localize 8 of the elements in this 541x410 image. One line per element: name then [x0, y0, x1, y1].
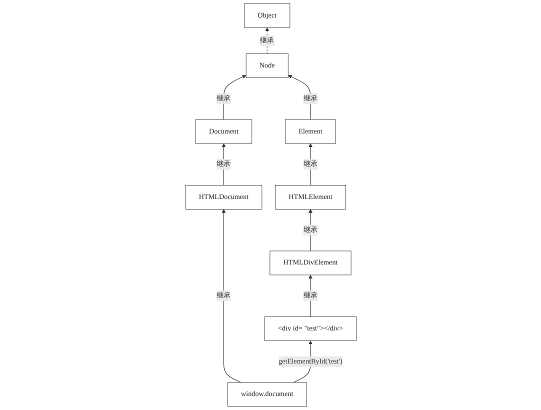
arrow — [308, 209, 312, 252]
arrow — [221, 143, 226, 186]
arrow — [308, 274, 312, 317]
arrow — [308, 143, 312, 186]
arrow — [223, 75, 246, 120]
arrow — [264, 27, 269, 54]
arrow — [221, 209, 241, 383]
arrow — [288, 75, 310, 120]
